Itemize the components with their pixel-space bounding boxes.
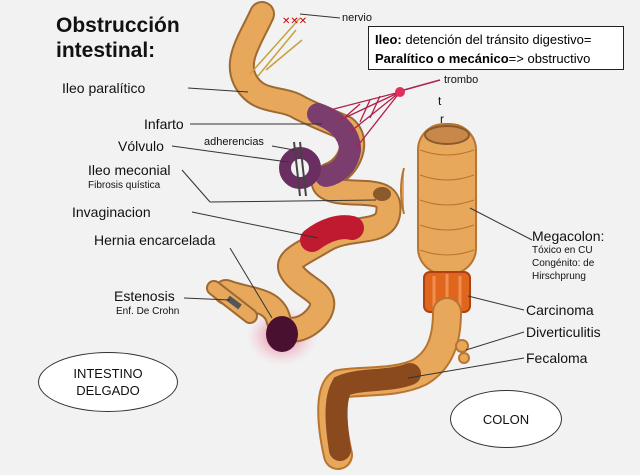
- definition-box: Ileo: detención del tránsito digestivo= …: [368, 26, 624, 70]
- diverticulum: [455, 339, 469, 353]
- label-ileo-meconial: Ileo meconial: [88, 162, 171, 178]
- infarcted-segment: [307, 103, 362, 187]
- colon: [317, 123, 477, 470]
- label-fibrosis-quistica: Fibrosis quística: [88, 180, 161, 191]
- nerve: [249, 17, 303, 77]
- label-adherencias: adherencias: [204, 136, 264, 148]
- label-hirschprung: Hirschprung: [532, 271, 586, 282]
- oval-colon: COLON: [450, 390, 562, 448]
- volvulus-twist: [279, 147, 321, 189]
- fecaloma-mass: [325, 363, 421, 461]
- nerve-cut-marks: ✕✕✕: [282, 16, 307, 27]
- page-title-line1: Obstrucción: [56, 14, 180, 37]
- label-r: r: [440, 112, 444, 126]
- label-megacolon: Megacolon:: [532, 228, 605, 244]
- label-hernia-encarcelada: Hernia encarcelada: [94, 232, 216, 248]
- label-congenito: Congénito: de: [532, 258, 595, 269]
- oval-intestino-line2: DELGADO: [76, 383, 140, 398]
- label-fecaloma: Fecaloma: [526, 350, 588, 366]
- diverticulum: [458, 352, 470, 364]
- adhesion-band: [299, 141, 307, 197]
- label-nervio: nervio: [342, 12, 372, 24]
- label-infarto: Infarto: [144, 116, 184, 132]
- definition-types-text: => obstructivo: [508, 51, 591, 66]
- label-toxico-cu: Tóxico en CU: [532, 245, 593, 256]
- label-ileo-paralitico: Ileo paralítico: [62, 80, 146, 96]
- label-estenosis: Estenosis: [114, 288, 175, 304]
- definition-text: detención del tránsito digestivo=: [401, 32, 592, 47]
- thrombus: [395, 87, 405, 97]
- meconium: [373, 187, 391, 201]
- definition-types: Paralítico o mecánico: [375, 51, 509, 66]
- strangulated-loop: [266, 316, 298, 352]
- oval-colon-label: COLON: [482, 411, 530, 427]
- oval-intestino-delgado: INTESTINO DELGADO: [38, 352, 178, 412]
- label-volvulo: Vólvulo: [118, 138, 164, 154]
- mesenteric-vessels: [329, 91, 401, 149]
- page-title-line2: intestinal:: [56, 39, 156, 62]
- label-invaginacion: Invaginacion: [72, 204, 151, 220]
- label-t: t: [438, 94, 442, 108]
- adhesion-band: [293, 141, 301, 197]
- label-enf-crohn: Enf. De Crohn: [116, 306, 180, 317]
- intussusception: [300, 215, 364, 252]
- definition-term: Ileo:: [375, 32, 402, 47]
- label-carcinoma: Carcinoma: [526, 302, 594, 318]
- label-diverticulitis: Diverticulitis: [526, 324, 601, 340]
- label-trombo: trombo: [444, 74, 479, 86]
- megacolon-segment: [417, 123, 477, 275]
- oval-intestino-line1: INTESTINO: [73, 366, 143, 381]
- leader-lines: [171, 13, 533, 379]
